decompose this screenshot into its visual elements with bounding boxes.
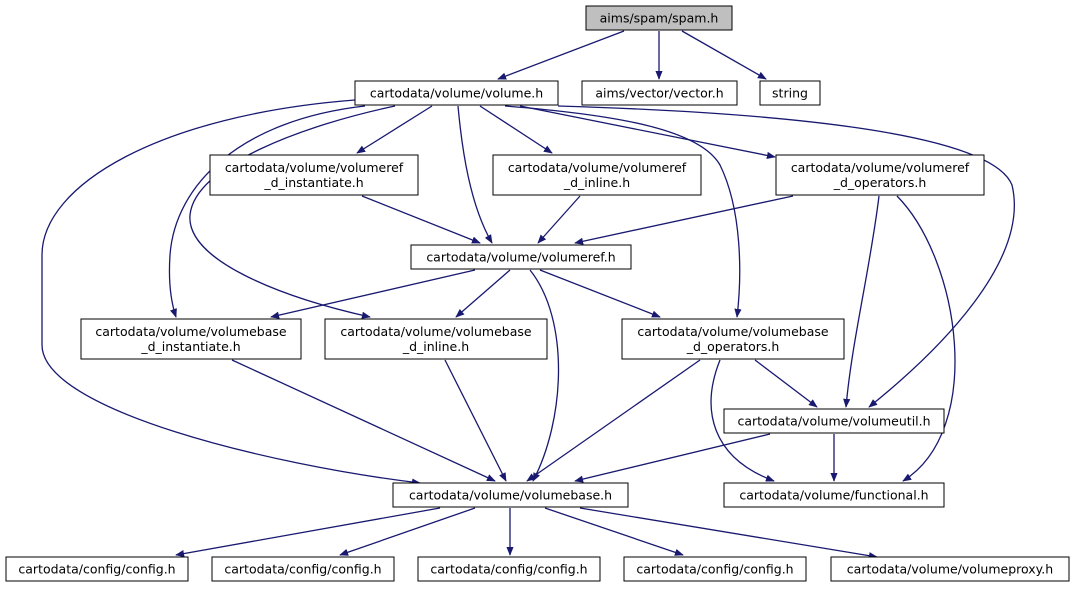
node-box-config1	[5, 556, 189, 582]
node-label-vr_inst-line1: cartodata/volume/volumeref	[225, 160, 404, 175]
node-label-volumeref: cartodata/volume/volumeref.h	[426, 250, 615, 265]
node-box-vr_ops	[775, 154, 985, 196]
edge-volumeref-to-volumebase	[529, 269, 560, 482]
node-label-vr_inline-line1: cartodata/volume/volumeref	[508, 160, 687, 175]
header-nodes: aims/spam/spam.h cartodata/volume/volume.…	[5, 5, 1070, 582]
node-label-vr_inline-line2: _d_inline.h	[563, 175, 630, 190]
node-box-vb_inst	[80, 318, 302, 360]
edge-volume-to-vr_inline	[479, 105, 553, 154]
node-box-volumeref	[410, 244, 632, 270]
edge-vr_ops-to-volumeutil	[843, 195, 880, 408]
edge-vr_inst-to-volumeref	[361, 195, 481, 244]
node-label-functional: cartodata/volume/functional.h	[739, 488, 928, 503]
edge-volumeref-to-vb_inst	[270, 269, 476, 319]
node-box-config3	[417, 556, 601, 582]
node-label-config2: cartodata/config/config.h	[224, 562, 381, 577]
node-label-config1: cartodata/config/config.h	[18, 562, 175, 577]
node-vr_inline[interactable]: cartodata/volume/volumeref_d_inline.h	[492, 154, 702, 196]
node-label-vr_ops-line2: _d_operators.h	[833, 175, 927, 190]
edge-root-to-string	[681, 30, 767, 80]
node-label-volumeutil: cartodata/volume/volumeutil.h	[737, 414, 930, 429]
edge-vb_ops-to-volumebase	[526, 359, 701, 482]
node-label-vr_ops-line1: cartodata/volume/volumeref	[791, 160, 970, 175]
node-vector[interactable]: aims/vector/vector.h	[581, 80, 738, 106]
node-box-volumebase	[392, 482, 629, 508]
node-volumeutil[interactable]: cartodata/volume/volumeutil.h	[723, 408, 945, 434]
edge-volumebase-to-config2	[339, 507, 476, 556]
edge-volume-to-vb_ops	[504, 105, 742, 318]
node-vb_inst[interactable]: cartodata/volume/volumebase_d_instantiat…	[80, 318, 302, 360]
node-box-volume	[354, 80, 559, 106]
edge-volumeref-to-vb_ops	[539, 269, 661, 318]
node-label-volumeproxy: cartodata/volume/volumeproxy.h	[847, 562, 1053, 577]
node-functional[interactable]: cartodata/volume/functional.h	[723, 482, 945, 508]
node-string[interactable]: string	[759, 80, 821, 106]
node-box-vr_inst	[209, 154, 419, 196]
edge-volume-to-vb_inst	[168, 105, 366, 318]
node-label-volumebase: cartodata/volume/volumebase.h	[409, 488, 612, 503]
edge-volume-to-volumebase	[41, 99, 421, 486]
edge-vr_ops-to-functional	[896, 195, 956, 482]
edge-volume-to-vr_inst	[356, 105, 433, 154]
edge-volume-to-volumeutil	[557, 105, 1015, 408]
node-label-volume: cartodata/volume/volume.h	[370, 86, 543, 101]
include-edges	[41, 30, 1015, 560]
edge-volumebase-to-config4	[544, 507, 684, 556]
edge-volumeref-to-vb_inline	[455, 269, 511, 318]
edge-volume-to-vb_inline	[189, 105, 396, 319]
edge-volume-to-volumeref	[457, 105, 493, 244]
node-label-config4: cartodata/config/config.h	[636, 562, 793, 577]
node-config4[interactable]: cartodata/config/config.h	[623, 556, 807, 582]
node-box-vector	[581, 80, 738, 106]
node-label-vb_inst-line1: cartodata/volume/volumebase	[95, 324, 287, 339]
edge-vb_inst-to-volumebase	[231, 359, 496, 482]
node-label-vb_inst-line2: _d_instantiate.h	[140, 339, 240, 354]
edge-vb_inline-to-volumebase	[444, 359, 507, 482]
node-label-root: aims/spam/spam.h	[600, 11, 719, 26]
node-config1[interactable]: cartodata/config/config.h	[5, 556, 189, 582]
edge-vb_ops-to-functional	[710, 359, 775, 482]
node-vr_ops[interactable]: cartodata/volume/volumeref_d_operators.h	[775, 154, 985, 196]
edge-volumebase-to-volumeproxy	[579, 507, 878, 560]
node-box-root	[585, 5, 733, 31]
node-box-vb_inline	[324, 318, 548, 360]
node-label-vb_ops-line2: _d_operators.h	[686, 339, 780, 354]
node-box-volumeproxy	[830, 556, 1070, 582]
node-vb_inline[interactable]: cartodata/volume/volumebase_d_inline.h	[324, 318, 548, 360]
node-box-vb_ops	[621, 318, 845, 360]
node-root: aims/spam/spam.h	[585, 5, 733, 31]
node-label-string: string	[772, 86, 808, 101]
edge-volumebase-to-config1	[175, 507, 441, 558]
node-config2[interactable]: cartodata/config/config.h	[211, 556, 395, 582]
node-volumeref[interactable]: cartodata/volume/volumeref.h	[410, 244, 632, 270]
node-volumebase[interactable]: cartodata/volume/volumebase.h	[392, 482, 629, 508]
edge-vr_inline-to-volumeref	[537, 195, 581, 244]
node-vb_ops[interactable]: cartodata/volume/volumebase_d_operators.…	[621, 318, 845, 360]
node-config3[interactable]: cartodata/config/config.h	[417, 556, 601, 582]
node-label-vb_ops-line1: cartodata/volume/volumebase	[637, 324, 829, 339]
node-label-vr_inst-line2: _d_instantiate.h	[263, 175, 363, 190]
edge-volume-to-vr_ops	[519, 105, 776, 159]
edge-volumeutil-to-volumebase	[574, 433, 771, 483]
node-box-functional	[723, 482, 945, 508]
node-box-config4	[623, 556, 807, 582]
node-label-vb_inline-line2: _d_inline.h	[402, 339, 469, 354]
node-volume[interactable]: cartodata/volume/volume.h	[354, 80, 559, 106]
node-box-config2	[211, 556, 395, 582]
node-box-vr_inline	[492, 154, 702, 196]
node-label-vb_inline-line1: cartodata/volume/volumebase	[340, 324, 532, 339]
node-vr_inst[interactable]: cartodata/volume/volumeref_d_instantiate…	[209, 154, 419, 196]
edge-vb_ops-to-volumeutil	[754, 359, 818, 408]
node-label-config3: cartodata/config/config.h	[430, 562, 587, 577]
node-box-string	[759, 80, 821, 106]
node-box-volumeutil	[723, 408, 945, 434]
edge-vr_ops-to-volumeref	[574, 195, 794, 245]
edge-root-to-volume	[497, 30, 625, 80]
node-volumeproxy[interactable]: cartodata/volume/volumeproxy.h	[830, 556, 1070, 582]
node-label-vector: aims/vector/vector.h	[595, 86, 723, 101]
